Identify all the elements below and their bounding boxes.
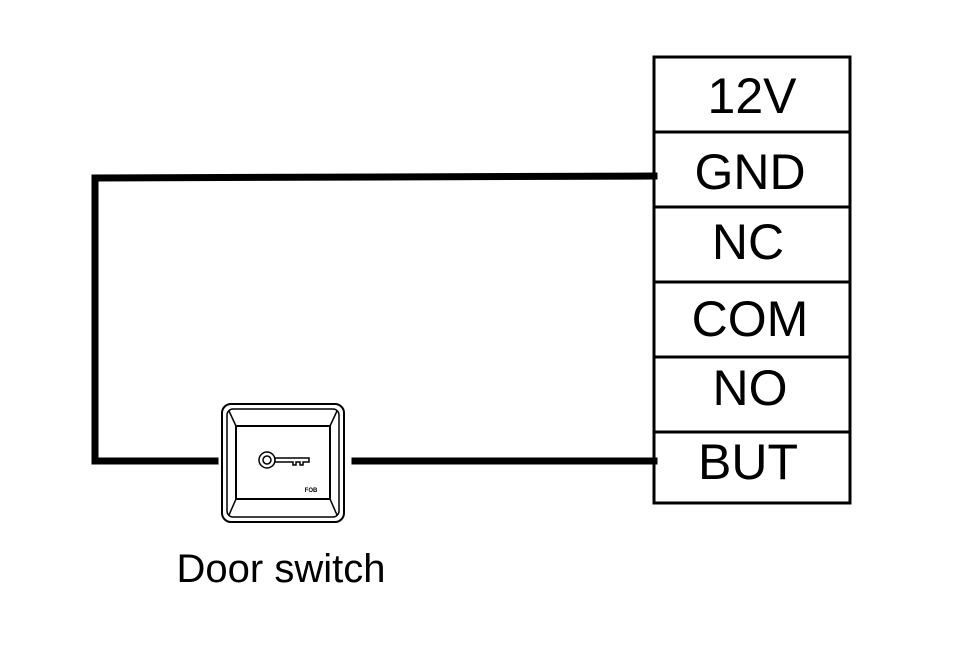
switch-brand-label: FOB — [305, 488, 318, 494]
terminal-label-com: COM — [692, 291, 809, 347]
terminal-cell-com — [652, 280, 852, 359]
switch-inner-frame — [226, 408, 340, 518]
terminal-cell-but — [652, 430, 852, 505]
terminal-label-gnd: GND — [694, 144, 805, 200]
terminal-cell-gnd — [652, 130, 852, 209]
wiring — [91, 172, 658, 465]
wire-gnd — [91, 172, 658, 465]
key-icon — [258, 451, 310, 469]
door-switch-label: Door switch — [177, 547, 386, 591]
terminal-label-nc: NC — [712, 214, 784, 270]
switch-bevel-lines — [228, 410, 338, 516]
terminal-cell-12v — [652, 55, 852, 134]
terminal-block — [652, 55, 852, 505]
terminal-label-but: BUT — [698, 434, 798, 490]
terminal-label-12v: 12V — [708, 68, 798, 124]
terminal-label-no: NO — [713, 360, 788, 416]
door-switch: FOB — [221, 403, 345, 523]
terminal-labels: 12V GND NC COM NO BUT — [692, 68, 809, 490]
